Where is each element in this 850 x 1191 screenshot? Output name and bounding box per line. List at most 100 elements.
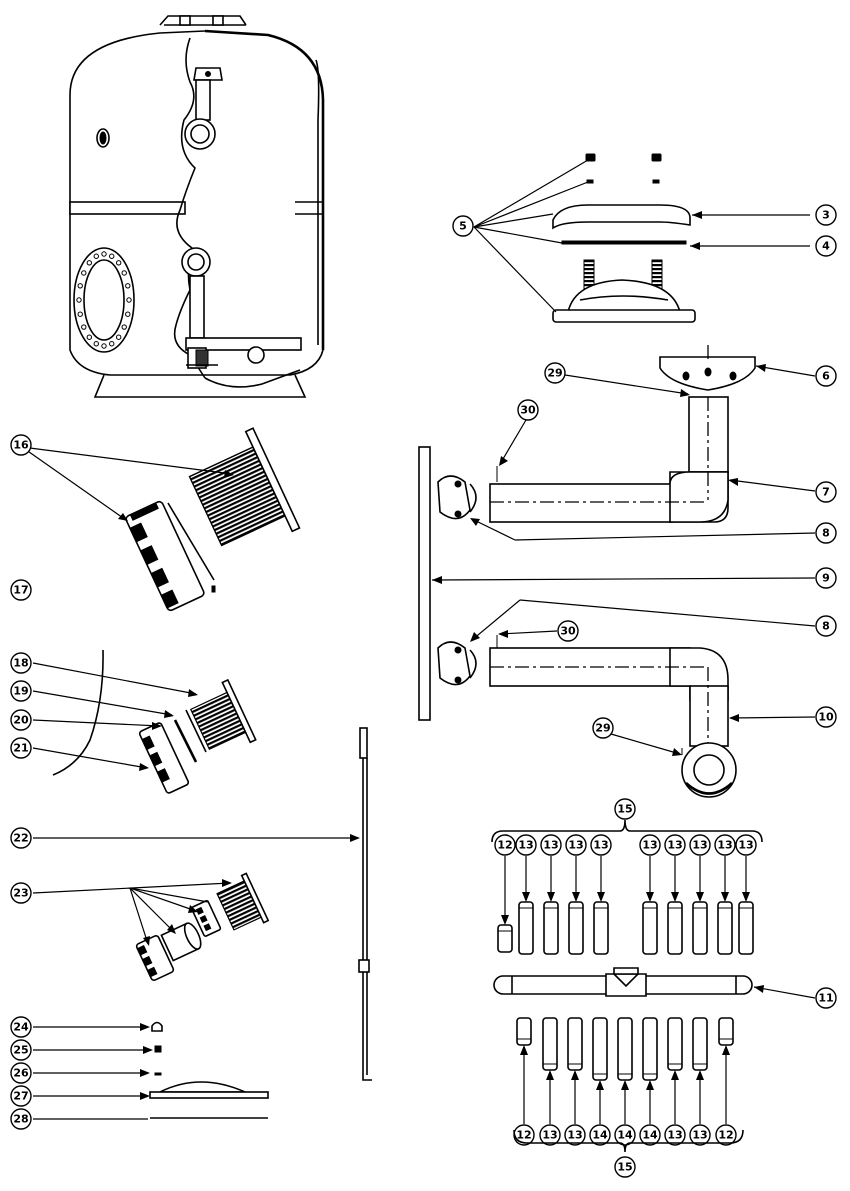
lateral-tube	[518, 901, 534, 955]
callout-16: 16	[10, 434, 32, 456]
lateral-tube	[667, 901, 683, 955]
filter-tank	[69, 15, 325, 398]
callout-5: 5	[452, 215, 474, 237]
svg-text:13: 13	[543, 839, 558, 852]
svg-text:13: 13	[542, 1129, 557, 1142]
svg-text:26: 26	[13, 1067, 29, 1080]
svg-text:12: 12	[516, 1129, 531, 1142]
lateral-set-upper	[491, 819, 763, 843]
lateral-tube	[593, 901, 609, 955]
manway-bolt	[81, 324, 87, 330]
callout-15-lower: 15	[614, 1156, 636, 1178]
svg-text:29: 29	[595, 722, 610, 735]
lateral-tube	[642, 1017, 658, 1081]
manway-bolt	[101, 343, 107, 349]
svg-text:23: 23	[13, 887, 28, 900]
lateral-tube	[642, 901, 658, 955]
callout-6: 6	[815, 365, 837, 387]
callout-27: 27	[10, 1085, 32, 1107]
svg-text:12: 12	[497, 839, 512, 852]
tank-shell-section	[418, 446, 431, 721]
lateral-tube	[667, 1017, 683, 1071]
svg-text:13: 13	[518, 839, 533, 852]
lateral-tube	[516, 1017, 532, 1046]
svg-text:13: 13	[717, 839, 732, 852]
lateral-tube	[692, 1017, 708, 1071]
callout-20: 20	[10, 709, 32, 731]
lateral-callout-13: 13	[714, 834, 736, 856]
svg-text:3: 3	[822, 209, 830, 222]
lateral-callout-13: 13	[515, 834, 537, 856]
lateral-callout-13: 13	[664, 1124, 686, 1146]
lateral-callout-13: 13	[639, 834, 661, 856]
manway-bolt	[101, 251, 107, 257]
top-diffuser-assembly	[552, 153, 696, 323]
svg-text:22: 22	[13, 832, 28, 845]
callout-11: 11	[815, 987, 837, 1009]
svg-text:8: 8	[822, 527, 830, 540]
svg-text:29: 29	[547, 367, 562, 380]
svg-text:13: 13	[692, 839, 707, 852]
lateral-callout-14: 14	[614, 1124, 636, 1146]
lateral-tube	[568, 901, 584, 955]
callout-25: 25	[10, 1039, 32, 1061]
lateral-tube	[692, 901, 708, 955]
callout-29-lower: 29	[592, 717, 614, 739]
lateral-tube	[543, 901, 559, 955]
svg-text:30: 30	[520, 404, 536, 417]
manway-bolt	[115, 334, 122, 340]
callout-26: 26	[10, 1062, 32, 1084]
svg-text:14: 14	[617, 1129, 633, 1142]
callout-18: 18	[10, 652, 32, 674]
svg-text:4: 4	[822, 240, 830, 253]
lateral-callout-13: 13	[689, 834, 711, 856]
callout-30-upper: 30	[517, 399, 539, 421]
svg-text:27: 27	[13, 1090, 28, 1103]
manway-bolt	[109, 253, 115, 259]
svg-text:13: 13	[738, 839, 753, 852]
callout-8-lower: 8	[815, 615, 837, 637]
svg-text:20: 20	[13, 714, 29, 727]
lateral-tube	[497, 924, 513, 953]
svg-text:11: 11	[818, 992, 833, 1005]
manway-bolt	[115, 260, 122, 266]
callout-9: 9	[815, 567, 837, 589]
svg-text:13: 13	[567, 1129, 582, 1142]
callout-7: 7	[815, 481, 837, 503]
svg-text:13: 13	[642, 839, 657, 852]
callout-22: 22	[10, 827, 32, 849]
upper-header-assembly	[437, 345, 756, 523]
lateral-callout-13: 13	[664, 834, 686, 856]
svg-text:7: 7	[822, 486, 830, 499]
threaded-port-assembly	[125, 427, 301, 612]
manway-bolt	[76, 297, 82, 303]
manway-bolt	[86, 260, 93, 266]
callout-23: 23	[10, 882, 32, 904]
callout-15-upper: 15	[614, 798, 636, 820]
lateral-tube	[542, 1017, 558, 1071]
lateral-callout-13: 13	[735, 834, 757, 856]
callout-30-lower: 30	[557, 620, 579, 642]
svg-text:13: 13	[667, 1129, 682, 1142]
manway-bolt	[77, 283, 83, 289]
svg-text:28: 28	[13, 1113, 28, 1126]
callout-8-upper: 8	[815, 522, 837, 544]
svg-text:19: 19	[13, 685, 28, 698]
lateral-callout-13: 13	[689, 1124, 711, 1146]
manway-bolt	[93, 341, 99, 347]
lateral-callout-13: 13	[539, 1124, 561, 1146]
manway-bolt	[109, 341, 115, 347]
lateral-callout-13: 13	[564, 1124, 586, 1146]
svg-text:25: 25	[13, 1044, 28, 1057]
svg-text:14: 14	[592, 1129, 608, 1142]
callout-21: 21	[10, 737, 32, 759]
svg-text:5: 5	[459, 220, 467, 233]
manway-port	[73, 247, 135, 353]
drain-assembly	[135, 872, 270, 982]
svg-text:8: 8	[822, 620, 830, 633]
callout-28: 28	[10, 1108, 32, 1130]
lateral-tube	[592, 1017, 608, 1081]
svg-text:6: 6	[822, 370, 830, 383]
